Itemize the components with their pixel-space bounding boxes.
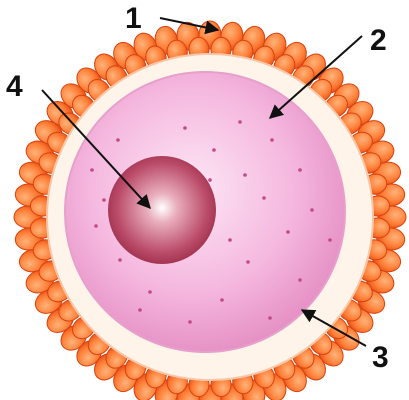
- granule: [298, 278, 302, 282]
- granule: [246, 260, 250, 264]
- granule: [310, 208, 314, 212]
- label-2: 2: [370, 24, 387, 57]
- granule: [238, 120, 242, 124]
- granule: [148, 290, 152, 294]
- granule: [262, 196, 266, 200]
- granule: [268, 316, 272, 320]
- granule: [220, 298, 224, 302]
- label-3: 3: [372, 341, 389, 374]
- granule: [212, 148, 216, 152]
- granule: [118, 258, 122, 262]
- label-4: 4: [6, 70, 23, 103]
- granule: [228, 238, 232, 242]
- granule: [94, 224, 98, 228]
- granule: [243, 173, 247, 177]
- granule: [208, 178, 212, 182]
- granule: [328, 238, 332, 242]
- granule: [188, 320, 192, 324]
- label-1: 1: [125, 2, 142, 35]
- granule: [90, 168, 94, 172]
- granule: [116, 138, 120, 142]
- granule: [298, 168, 302, 172]
- granule: [102, 198, 106, 202]
- granule: [138, 308, 142, 312]
- granule: [183, 126, 187, 130]
- nucleus: [108, 156, 216, 264]
- granule: [270, 138, 274, 142]
- granule: [286, 230, 290, 234]
